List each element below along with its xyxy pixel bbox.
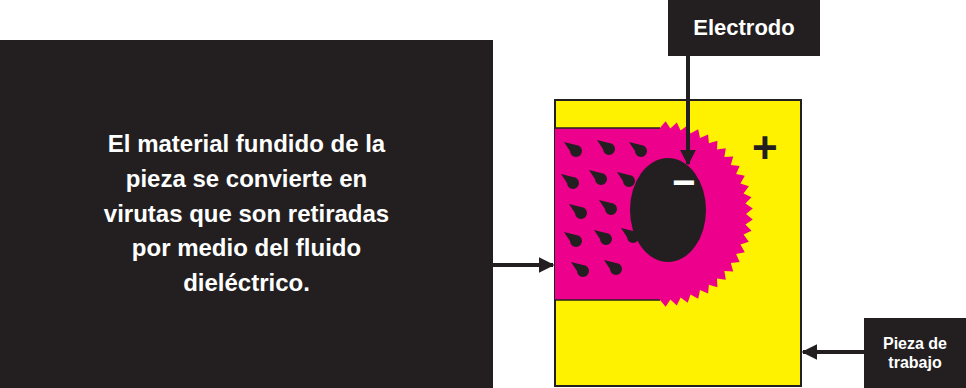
- melted-chip: [617, 172, 635, 187]
- callout-box: Electrodo: [668, 0, 820, 56]
- workpiece-block: [555, 100, 801, 386]
- melted-chip: [571, 262, 589, 277]
- melted-chip: [589, 170, 607, 185]
- cavity-edge: [555, 127, 660, 129]
- leader-arrow: [803, 350, 866, 354]
- callout-box: Pieza de trabajo: [864, 318, 966, 388]
- melted-chip: [599, 200, 617, 215]
- callout-text: Pieza de trabajo: [869, 334, 961, 372]
- electrode-shape: [630, 158, 706, 262]
- cavity-group: [555, 121, 753, 307]
- melted-chip: [569, 204, 587, 219]
- melted-chip: [564, 142, 582, 157]
- melted-chip: [629, 142, 647, 157]
- melted-chip: [604, 260, 622, 275]
- callout-text: El material fundido de la pieza se convi…: [97, 127, 397, 301]
- leader-arrow: [686, 56, 690, 164]
- callout-text: Electrodo: [693, 15, 794, 41]
- polarity-sign: −: [672, 162, 695, 202]
- polarity-sign: +: [752, 126, 778, 170]
- melted-chip: [564, 232, 582, 247]
- melted-chip: [561, 174, 579, 189]
- callout-box: El material fundido de la pieza se convi…: [0, 40, 493, 388]
- cavity-edge: [555, 299, 660, 301]
- melted-chip: [594, 230, 612, 245]
- melted-chip: [597, 140, 615, 155]
- dielectric-cavity: [555, 121, 753, 307]
- leader-arrow: [493, 263, 553, 267]
